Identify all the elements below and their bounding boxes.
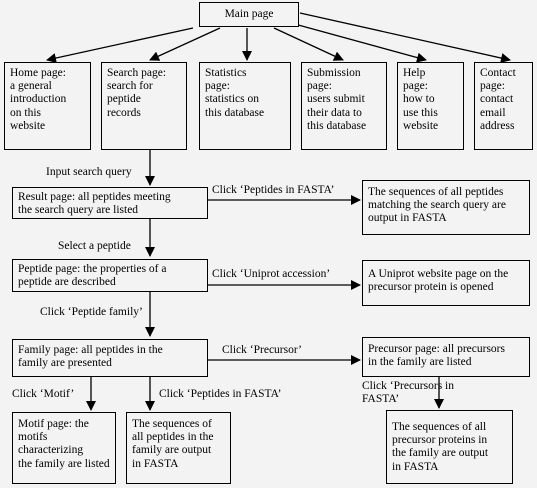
click-precursor-label: Click ‘Precursor’ (222, 344, 302, 356)
click-motif-label: Click ‘Motif’ (12, 388, 75, 400)
fasta-result-box: The sequences of all peptides matching t… (362, 180, 530, 235)
click-peptide-family-label: Click ‘Peptide family’ (40, 306, 143, 318)
arrow-main-search (149, 27, 221, 61)
precursor-page-box: Precursor page: all precursors in the fa… (362, 337, 530, 377)
main-page-box: Main page (199, 2, 299, 27)
fasta-family-box: The sequences of all peptides in the fam… (126, 412, 231, 484)
uniprot-box: A Uniprot website page on the precursor … (362, 260, 530, 306)
help-page-box: Help page: how to use this website (397, 62, 464, 150)
arrow-main-help (279, 19, 427, 63)
submission-page-box: Submission page: users submit their data… (301, 62, 387, 150)
result-page-box: Result page: all peptides meeting the se… (12, 187, 208, 219)
input-search-query-label: Input search query (46, 166, 132, 178)
arrow-main-home (46, 27, 194, 63)
fasta-precursor-box: The sequences of all precursor proteins … (386, 410, 513, 484)
select-peptide-label: Select a peptide (58, 240, 131, 252)
home-page-box: Home page: a general introduction on thi… (4, 62, 91, 150)
family-page-box: Family page: all peptides in the family … (12, 339, 208, 377)
arrow-main-submission (273, 27, 344, 61)
click-peptides-fasta-label-2: Click ‘Peptides in FASTA’ (159, 388, 282, 400)
peptide-page-box: Peptide page: the properties of a peptid… (12, 259, 208, 292)
click-uniprot-label: Click ‘Uniprot accession’ (212, 268, 331, 280)
click-peptides-fasta-label-1: Click ‘Peptides in FASTA’ (212, 184, 335, 196)
motif-page-box: Motif page: the motifs characterizing th… (12, 412, 116, 484)
click-precursors-fasta-label: Click ‘Precursors in FASTA’ (362, 380, 454, 406)
search-page-box: Search page: search for peptide records (101, 62, 187, 150)
statistics-page-box: Statistics page: statistics on this data… (199, 62, 291, 150)
contact-page-box: Contact page: contact email address (474, 62, 533, 150)
arrow-main-contact (299, 12, 511, 63)
